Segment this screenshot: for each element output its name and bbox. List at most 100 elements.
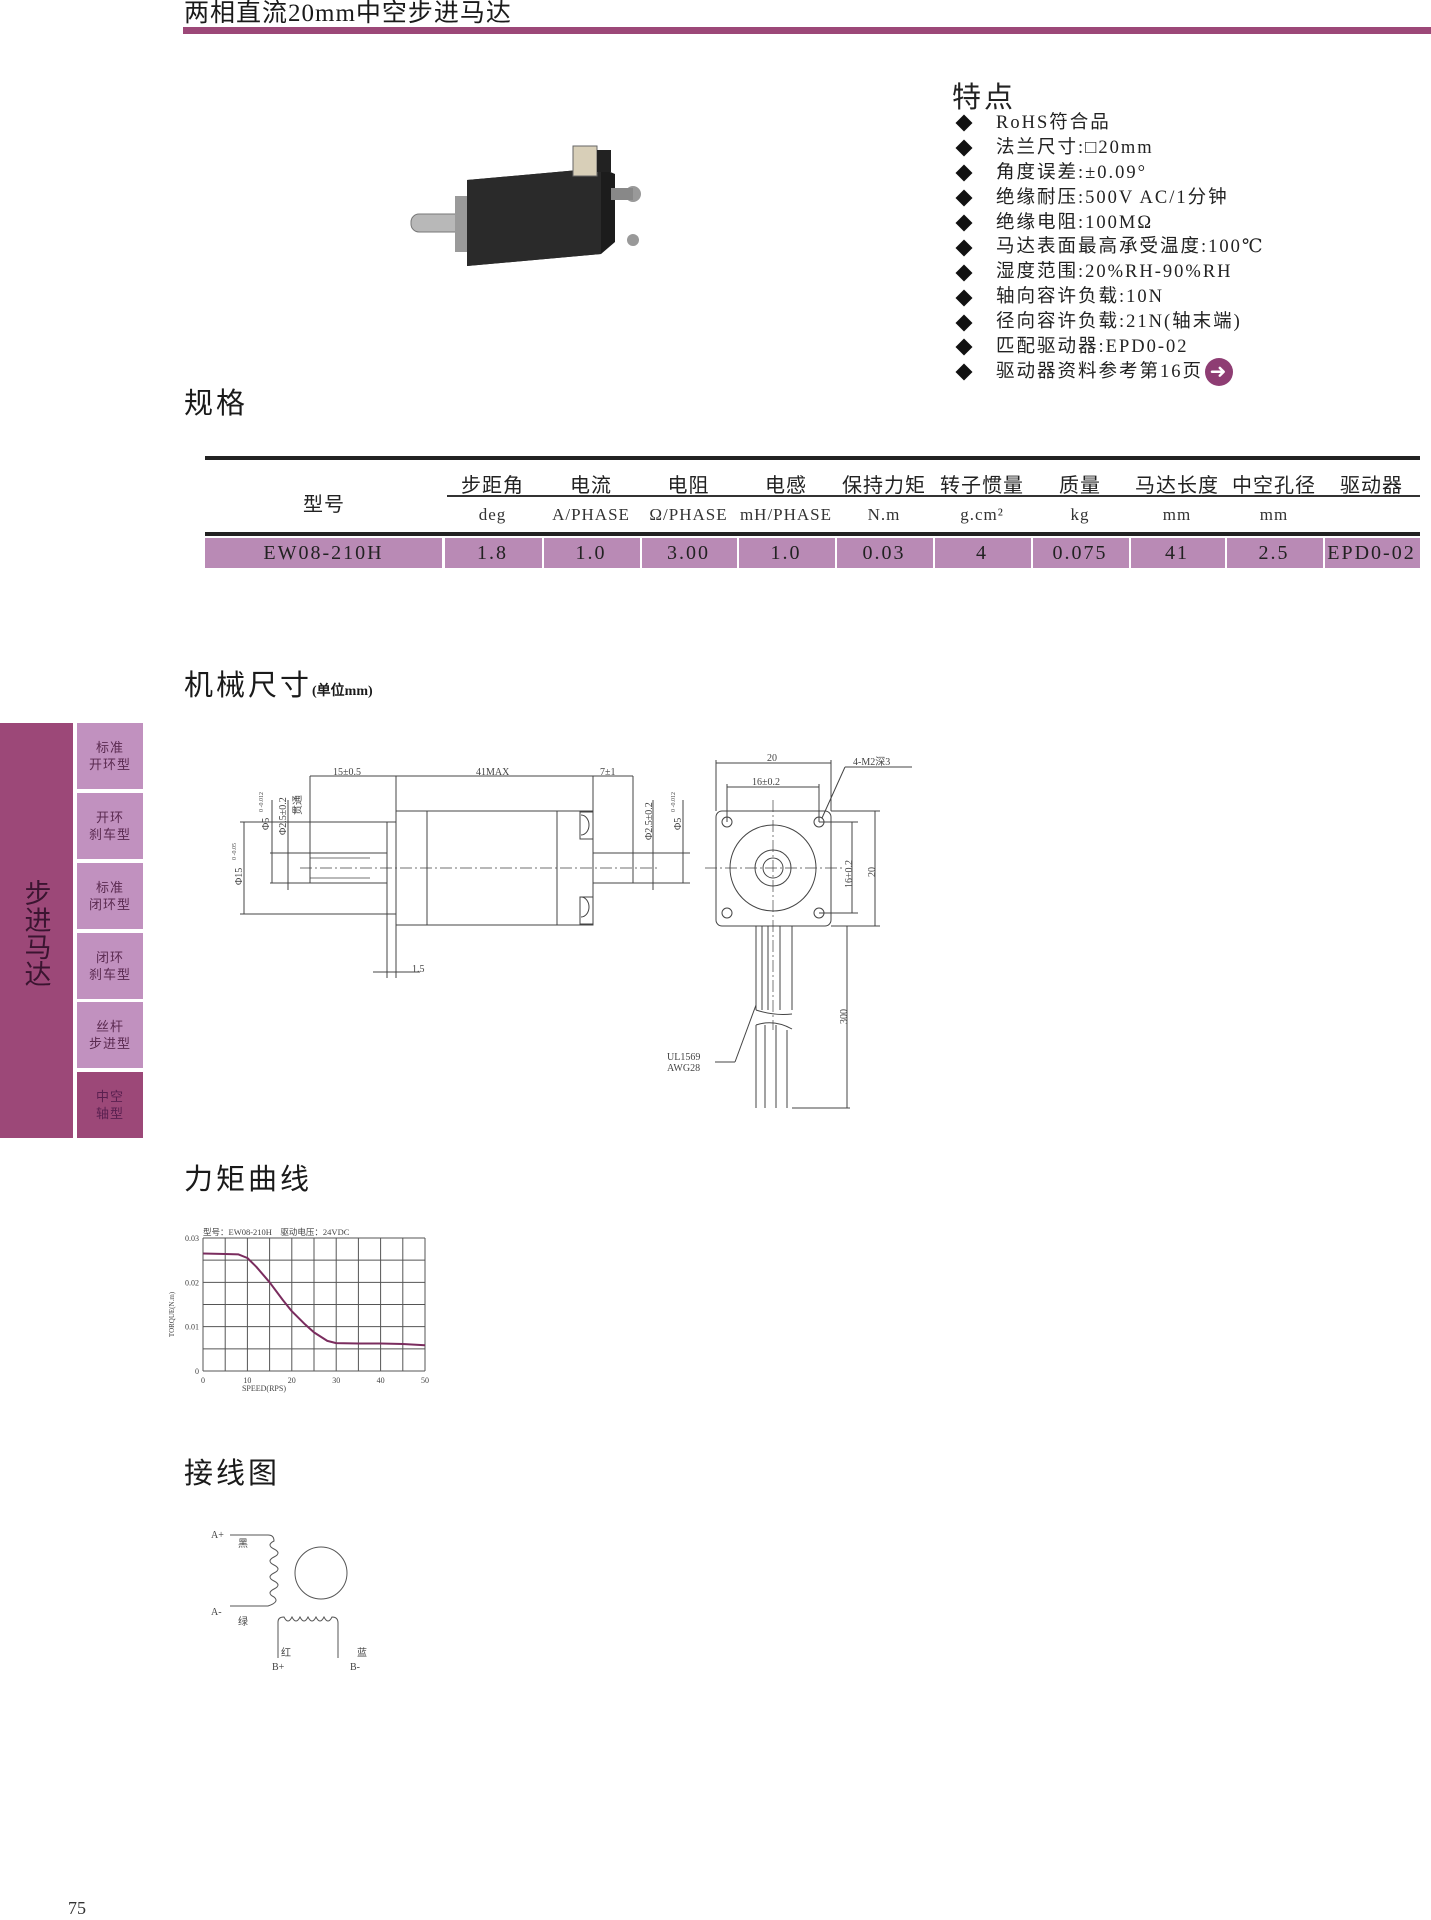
wire-spec-awg: AWG28 (667, 1063, 700, 1074)
dim-bore-diameter-rear: Φ2.5±0.2 (644, 802, 655, 840)
column-unit: Ω/PHASE (649, 505, 728, 524)
feature-item: 轴向容许负载:10N (952, 285, 1265, 310)
row-bg-cell (1033, 538, 1129, 568)
arrow-right-circle-icon[interactable]: ➜ (1205, 358, 1234, 387)
category-tab[interactable]: 开环 刹车型 (77, 793, 143, 859)
y-tick-label: 0.03 (185, 1234, 199, 1243)
dim-hole-pitch-vertical: 16±0.2 (844, 860, 855, 888)
page-number: 75 (68, 1898, 86, 1918)
value-cell: 1.0 (575, 542, 607, 564)
feature-text: 绝缘电阻:100MΩ (996, 212, 1154, 233)
dim-flange-thickness: 1.5 (412, 964, 425, 975)
motor-photo (410, 145, 641, 266)
x-tick-label: 10 (243, 1376, 251, 1385)
dim-holes: 4-M2深3 (853, 756, 890, 768)
feature-text: 驱动器资料参考第16页 (996, 361, 1204, 382)
column-unit: mH/PHASE (739, 505, 833, 524)
feature-item: 角度误差:±0.09° (952, 161, 1265, 186)
feature-text: 湿度范围:20%RH-90%RH (996, 262, 1233, 283)
label-a-plus: A+ (211, 1530, 224, 1541)
mechanical-title: 机械尺寸(单位mm) (184, 662, 373, 704)
dim-bore-diameter: Φ2.5±0.2 (278, 797, 289, 835)
column-unit: kg (1070, 505, 1090, 524)
dim-hole-pitch: 16±0.2 (752, 777, 780, 788)
dim-shaft-rear-tol: 0 -0.012 (671, 792, 677, 812)
dim-shaft-tol: 0 -0.012 (259, 792, 265, 812)
coil-a (230, 1534, 279, 1607)
value-cell: 4 (976, 542, 988, 564)
column-header: 电流 (570, 475, 612, 497)
row-bg-cell (544, 538, 640, 568)
dim-through: 贯通 (292, 795, 304, 815)
label-red: 红 (281, 1646, 291, 1659)
feature-item: 径向容许负载:21N(轴末端) (952, 310, 1265, 335)
coil-b (277, 1615, 339, 1658)
row-bg-cell (739, 538, 835, 568)
page-title: 两相直流20mm中空步进马达 (184, 0, 512, 27)
feature-text: 绝缘耐压:500V AC/1分钟 (996, 187, 1229, 208)
column-header: 质量 (1059, 475, 1101, 497)
column-header: 步距角 (461, 475, 524, 497)
category-tab[interactable]: 标准 开环型 (77, 723, 143, 789)
category-tab[interactable]: 标准 闭环型 (77, 863, 143, 929)
value-cell: 2.5 (1258, 542, 1290, 564)
column-header: 驱动器 (1340, 475, 1403, 497)
feature-item: RoHS符合品 (952, 111, 1265, 136)
feature-text: 匹配驱动器:EPD0-02 (996, 337, 1189, 358)
torque-title: 力矩曲线 (184, 1164, 313, 1196)
front-view (705, 760, 912, 1109)
dim-body-length: 41MAX (476, 767, 510, 778)
dim-rear-length: 7±1 (600, 767, 616, 778)
column-header: 保持力矩 (842, 475, 926, 497)
feature-text: 马达表面最高承受温度:100℃ (996, 237, 1265, 258)
feature-text: 径向容许负载:21N(轴末端) (996, 312, 1242, 333)
column-unit: N.m (867, 505, 901, 524)
category-band: 步进马达 (0, 723, 73, 1138)
column-unit: g.cm² (960, 505, 1004, 524)
front-view-labels: 20 16±0.2 4-M2深3 16±0.2 20 300 UL1569 AW… (667, 753, 890, 1074)
feature-item: 匹配驱动器:EPD0-02 (952, 335, 1265, 360)
dim-pilot-diameter: Φ15 (234, 868, 245, 885)
feature-text: RoHS符合品 (996, 113, 1111, 133)
features-title: 特点 (952, 82, 1017, 114)
y-tick-label: 0.02 (185, 1278, 199, 1287)
dim-shaft-diameter-rear: Φ5 (673, 818, 684, 830)
table-header-rule (205, 532, 1420, 536)
feature-text: 角度误差:±0.09° (996, 162, 1148, 183)
row-bg-cell (935, 538, 1031, 568)
row-bg-model (205, 538, 442, 568)
category-tab[interactable]: 丝杆 步进型 (77, 1002, 143, 1068)
dim-pilot-tol: 0 -0.05 (232, 843, 238, 860)
dim-shaft-length: 15±0.5 (333, 767, 361, 778)
row-bg-cell (642, 538, 737, 568)
row-bg-cell (1227, 538, 1323, 568)
model-header: 型号 (303, 494, 345, 516)
category-tab[interactable]: 闭环 刹车型 (77, 933, 143, 999)
label-b-minus: B- (350, 1662, 360, 1673)
dim-width: 20 (767, 753, 777, 764)
spec-title: 规格 (184, 388, 249, 420)
x-axis-label: SPEED(RPS) (242, 1384, 286, 1393)
category-tab[interactable]: 中空 轴型 (77, 1072, 143, 1138)
side-view (240, 775, 690, 978)
unit-note: (单位mm) (312, 684, 373, 699)
column-header: 转子惯量 (940, 475, 1024, 497)
chart-title: 型号：EW08-210H 驱动电压：24VDC (203, 1227, 350, 1237)
x-tick-label: 20 (288, 1376, 296, 1385)
feature-item: 法兰尺寸:□20mm (952, 136, 1265, 161)
column-unit: A/PHASE (552, 505, 630, 524)
column-unit: mm (1162, 505, 1192, 524)
column-header: 马达长度 (1135, 475, 1219, 497)
table-top-rule (205, 456, 1420, 460)
y-tick-label: 0 (195, 1367, 199, 1376)
x-tick-label: 40 (377, 1376, 385, 1385)
dim-lead-length: 300 (839, 1009, 850, 1024)
column-header: 电阻 (667, 475, 710, 497)
wiring-title: 接线图 (184, 1458, 281, 1490)
label-black: 黑 (238, 1538, 248, 1550)
model-cell: EW08-210H (263, 542, 384, 564)
value-cell: 0.03 (862, 542, 906, 564)
